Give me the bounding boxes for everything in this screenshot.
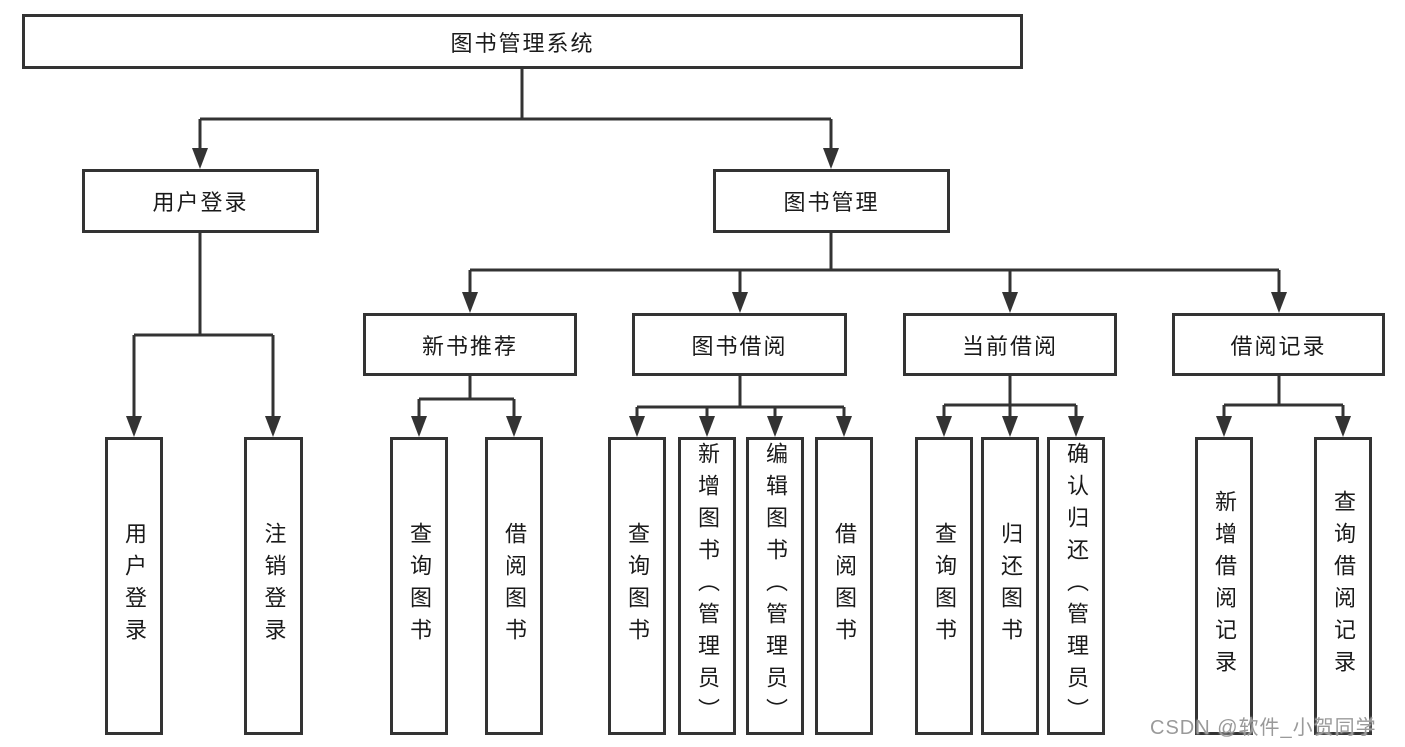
connector-borrow-records-children [1216, 376, 1351, 437]
node-label: 借阅图书 [502, 522, 527, 650]
node-label: 借阅图书 [832, 522, 857, 650]
connector-new-book-children [411, 376, 522, 437]
connector-current-borrowing-children [936, 376, 1084, 437]
node-book-borrowing: 图书借阅 [632, 313, 847, 376]
node-label: 图书管理 [783, 190, 880, 215]
node-label: 注销登录 [261, 522, 287, 650]
node-new-book-recommendation: 新书推荐 [363, 313, 577, 376]
node-label: 图书借阅 [691, 333, 788, 359]
node-label: 图书管理系统 [450, 30, 595, 56]
node-label: 查询图书 [932, 522, 957, 650]
node-label: 用户登录 [122, 522, 147, 650]
leaf-user-login: 用户登录 [105, 437, 163, 735]
node-label: 新增借阅记录 [1212, 490, 1237, 682]
connector-user-login-children [126, 233, 281, 437]
connector-root-to-level2 [192, 68, 839, 169]
node-label: 归还图书 [998, 522, 1023, 650]
node-label: 查询图书 [625, 522, 650, 650]
connector-book-borrowing-children [629, 376, 852, 437]
leaf-records-query-borrow-record: 查询借阅记录 [1314, 437, 1372, 735]
connector-book-management-children [462, 233, 1287, 313]
node-borrow-records: 借阅记录 [1172, 313, 1385, 376]
leaf-current-query-books: 查询图书 [915, 437, 973, 735]
leaf-borrowing-query-books: 查询图书 [608, 437, 666, 735]
node-label: 借阅记录 [1230, 333, 1327, 359]
leaf-newbook-query-books: 查询图书 [390, 437, 448, 735]
node-label: 查询借阅记录 [1331, 490, 1356, 682]
leaf-records-add-borrow-record: 新增借阅记录 [1195, 437, 1253, 735]
node-label: 确认归还（管理员） [1064, 442, 1089, 730]
node-label: 查询图书 [407, 522, 432, 650]
leaf-newbook-borrow-books: 借阅图书 [485, 437, 543, 735]
leaf-current-confirm-return-admin: 确认归还（管理员） [1047, 437, 1105, 735]
leaf-logout-login: 注销登录 [244, 437, 303, 735]
node-root-library-management-system: 图书管理系统 [22, 14, 1023, 69]
node-book-management: 图书管理 [713, 169, 950, 233]
node-label: 新书推荐 [421, 333, 518, 359]
node-user-login: 用户登录 [82, 169, 319, 233]
leaf-borrowing-add-books-admin: 新增图书（管理员） [678, 437, 736, 735]
node-label: 当前借阅 [961, 333, 1058, 359]
node-label: 用户登录 [152, 190, 249, 215]
leaf-borrowing-borrow-books: 借阅图书 [815, 437, 873, 735]
leaf-current-return-books: 归还图书 [981, 437, 1039, 735]
node-current-borrowing: 当前借阅 [903, 313, 1117, 376]
node-label: 新增图书（管理员） [695, 442, 720, 730]
watermark: CSDN @软件_小贺同学 [1150, 717, 1377, 739]
node-label: 编辑图书（管理员） [763, 442, 788, 730]
leaf-borrowing-edit-books-admin: 编辑图书（管理员） [746, 437, 804, 735]
